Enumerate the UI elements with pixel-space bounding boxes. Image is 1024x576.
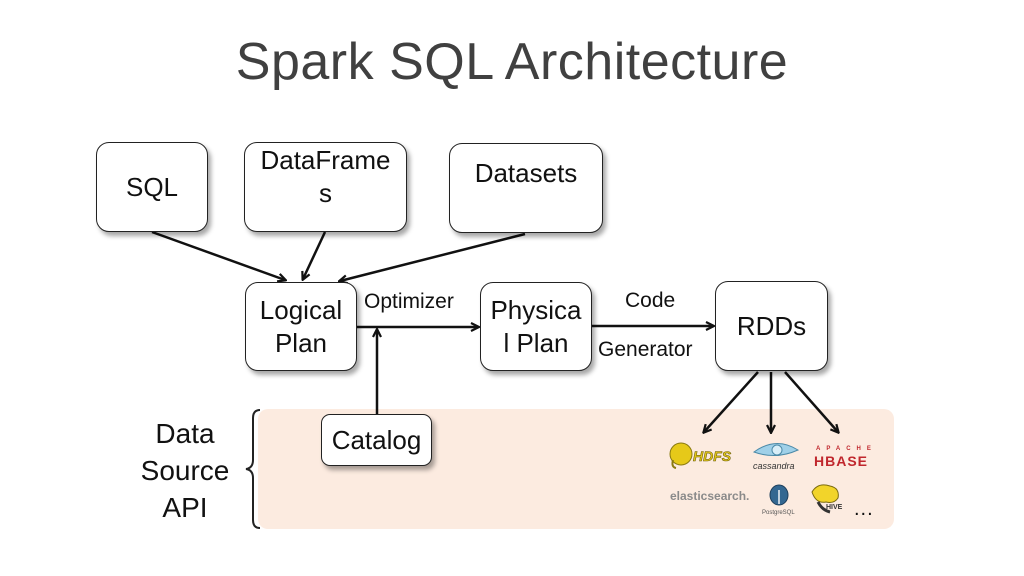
hbase-text: HBASE [814, 453, 869, 469]
logical-plan-label: Logical Plan [259, 294, 343, 358]
generator-label: Generator [598, 338, 693, 361]
postgres-elephant-icon [769, 484, 789, 506]
hdfs-logo: HDFS [668, 440, 732, 470]
hadoop-elephant-icon [669, 442, 693, 469]
rdds-box: RDDs [715, 281, 828, 371]
hbase-apache-text: APACHE [816, 446, 877, 452]
physical-plan-label: Physica l Plan [490, 294, 582, 358]
hbase-logo: APACHE HBASE [814, 446, 876, 470]
datasets-label: Datasets [474, 158, 578, 188]
cassandra-eye-icon [752, 443, 800, 456]
catalog-label: Catalog [331, 424, 422, 455]
hive-logo: HIVE [808, 482, 848, 518]
arrow-rdds-to-hdfs [704, 371, 759, 432]
arrow-rdds-to-hbase [784, 371, 838, 432]
dataframes-label: DataFrame s [260, 145, 391, 208]
cassandra-text: cassandra [753, 461, 795, 471]
datasets-box: Datasets [449, 143, 603, 233]
hive-bee-icon [811, 484, 839, 514]
arrow-dataframes-to-logical [303, 231, 327, 279]
cassandra-logo: cassandra [750, 440, 800, 474]
elasticsearch-logo: elasticsearch. [670, 489, 750, 503]
postgresql-text: PostgreSQL [762, 510, 795, 516]
code-label: Code [625, 289, 676, 312]
sql-label: SQL [125, 171, 179, 202]
logical-plan-box: Logical Plan [245, 282, 357, 371]
hdfs-text: HDFS [693, 448, 732, 465]
arrow-datasets-to-logical [340, 232, 526, 281]
dataframes-box: DataFrame s [244, 142, 407, 232]
optimizer-label: Optimizer [364, 290, 454, 313]
more-sources-ellipsis: ... [854, 498, 874, 520]
rdds-label: RDDs [736, 310, 807, 341]
hive-text: HIVE [826, 504, 843, 511]
data-source-api-label: Data Source API [140, 418, 230, 523]
arrow-sql-to-logical [151, 230, 285, 280]
postgresql-logo: PostgreSQL [762, 484, 798, 520]
physical-plan-box: Physica l Plan [480, 282, 592, 371]
sql-box: SQL [96, 142, 208, 232]
brace-icon [245, 409, 261, 529]
page-title: Spark SQL Architecture [235, 33, 789, 91]
catalog-box: Catalog [321, 414, 432, 466]
